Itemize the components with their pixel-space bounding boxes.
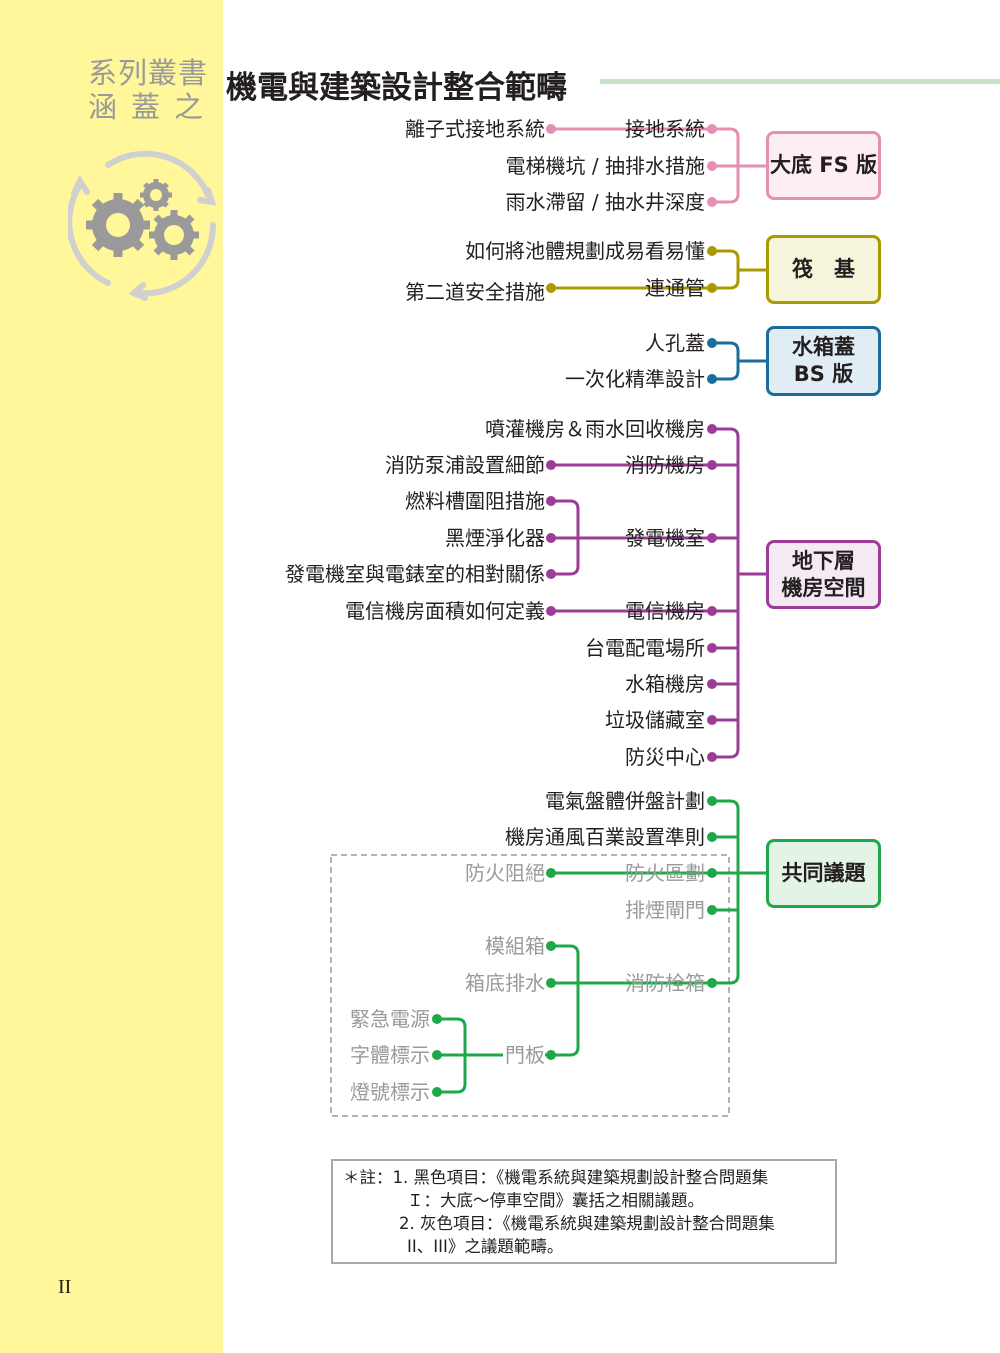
page-title: 機電與建築設計整合範疇 (226, 70, 567, 106)
fs-connectors (551, 127, 766, 204)
topic-label: 第二道安全措施 (405, 280, 545, 304)
topic-label-gray: 排煙閘門 (625, 898, 705, 922)
series-line-2: 涵蓋之 (88, 90, 218, 124)
topic-label: 發電機室 (625, 526, 705, 550)
note-line: ＊註：1. 黑色項目：《機電系統與建築規劃設計整合問題集 (343, 1168, 769, 1187)
footnote-box: ＊註：1. 黑色項目：《機電系統與建築規劃設計整合問題集 Ｉ：大底～停車空間》囊… (331, 1159, 837, 1264)
note-line: 2. 灰色項目：《機電系統與建築規劃設計整合問題集 (399, 1214, 775, 1233)
topic-label-gray: 緊急電源 (350, 1007, 430, 1031)
topic-label-gray: 防火區劃 (625, 861, 705, 885)
topic-label: 電梯機坑 / 抽排水措施 (505, 154, 705, 178)
topic-label-gray: 門板 (503, 1043, 545, 1067)
topic-label-gray: 燈號標示 (350, 1080, 430, 1104)
box-line-1: 地下層 (792, 548, 855, 573)
topic-label: 電氣盤體併盤計劃 (545, 789, 705, 813)
note-line: II、III》之議題範疇。 (407, 1237, 564, 1256)
box-line-1: 水箱蓋 (792, 335, 855, 359)
topic-label: 燃料槽圍阻措施 (405, 489, 545, 513)
topic-label: 消防泵浦設置細節 (385, 453, 545, 477)
bs-connectors (712, 341, 766, 381)
topic-label: 一次化精準設計 (565, 367, 705, 391)
box-line-2: BS 版 (793, 362, 854, 386)
basement-connectors (551, 427, 766, 759)
note-line: Ｉ：大底～停車空間》囊括之相關議題。 (407, 1191, 704, 1210)
topic-label: 黑煙淨化器 (445, 526, 545, 550)
topic-label: 雨水滯留 / 抽水井深度 (505, 190, 705, 214)
series-label: 系列叢書 涵蓋之 (88, 56, 217, 124)
topic-label: 防災中心 (625, 745, 705, 769)
topic-label: 消防機房 (625, 453, 705, 477)
topic-label-gray: 防火阻絕 (465, 861, 545, 885)
box-line-2: 機房空間 (781, 575, 866, 600)
series-line-1: 系列叢書 (88, 56, 209, 90)
topic-label-gray: 箱底排水 (465, 971, 545, 995)
topic-label: 噴灌機房＆雨水回收機房 (485, 417, 705, 441)
topic-label: 如何將池體規劃成易看易懂 (465, 239, 705, 263)
raft-connectors (551, 249, 766, 290)
title-rule (600, 79, 1000, 84)
topic-label: 連通管 (645, 276, 705, 300)
topic-label: 垃圾儲藏室 (605, 708, 705, 732)
topic-label: 電信機房面積如何定義 (345, 599, 545, 623)
category-box-fs: 大底 FS 版 (766, 131, 881, 200)
connector-dots (432, 124, 717, 1097)
gears-cycle-icon (68, 150, 217, 301)
topic-label: 水箱機房 (625, 672, 705, 696)
category-box-raft: 筏 基 (766, 235, 881, 304)
common-connectors (437, 799, 766, 1094)
category-box-common: 共同議題 (766, 839, 881, 908)
sidebar: 系列叢書 涵蓋之 II (0, 0, 223, 1353)
topic-label-gray: 模組箱 (485, 934, 545, 958)
topic-label-gray: 消防栓箱 (625, 971, 705, 995)
topic-label: 接地系統 (625, 117, 705, 141)
topic-label: 人孔蓋 (645, 331, 705, 355)
topic-label: 發電機室與電錶室的相對關係 (285, 562, 545, 586)
topic-label: 離子式接地系統 (405, 117, 545, 141)
topic-label: 電信機房 (625, 599, 705, 623)
topic-label: 台電配電場所 (585, 636, 705, 660)
topic-label-gray: 字體標示 (350, 1043, 430, 1067)
topic-label: 機房通風百業設置準則 (505, 825, 705, 849)
category-box-bs: 水箱蓋 BS 版 (766, 326, 881, 396)
category-box-basement: 地下層機房空間 (766, 540, 881, 609)
page-number: II (58, 1276, 72, 1298)
